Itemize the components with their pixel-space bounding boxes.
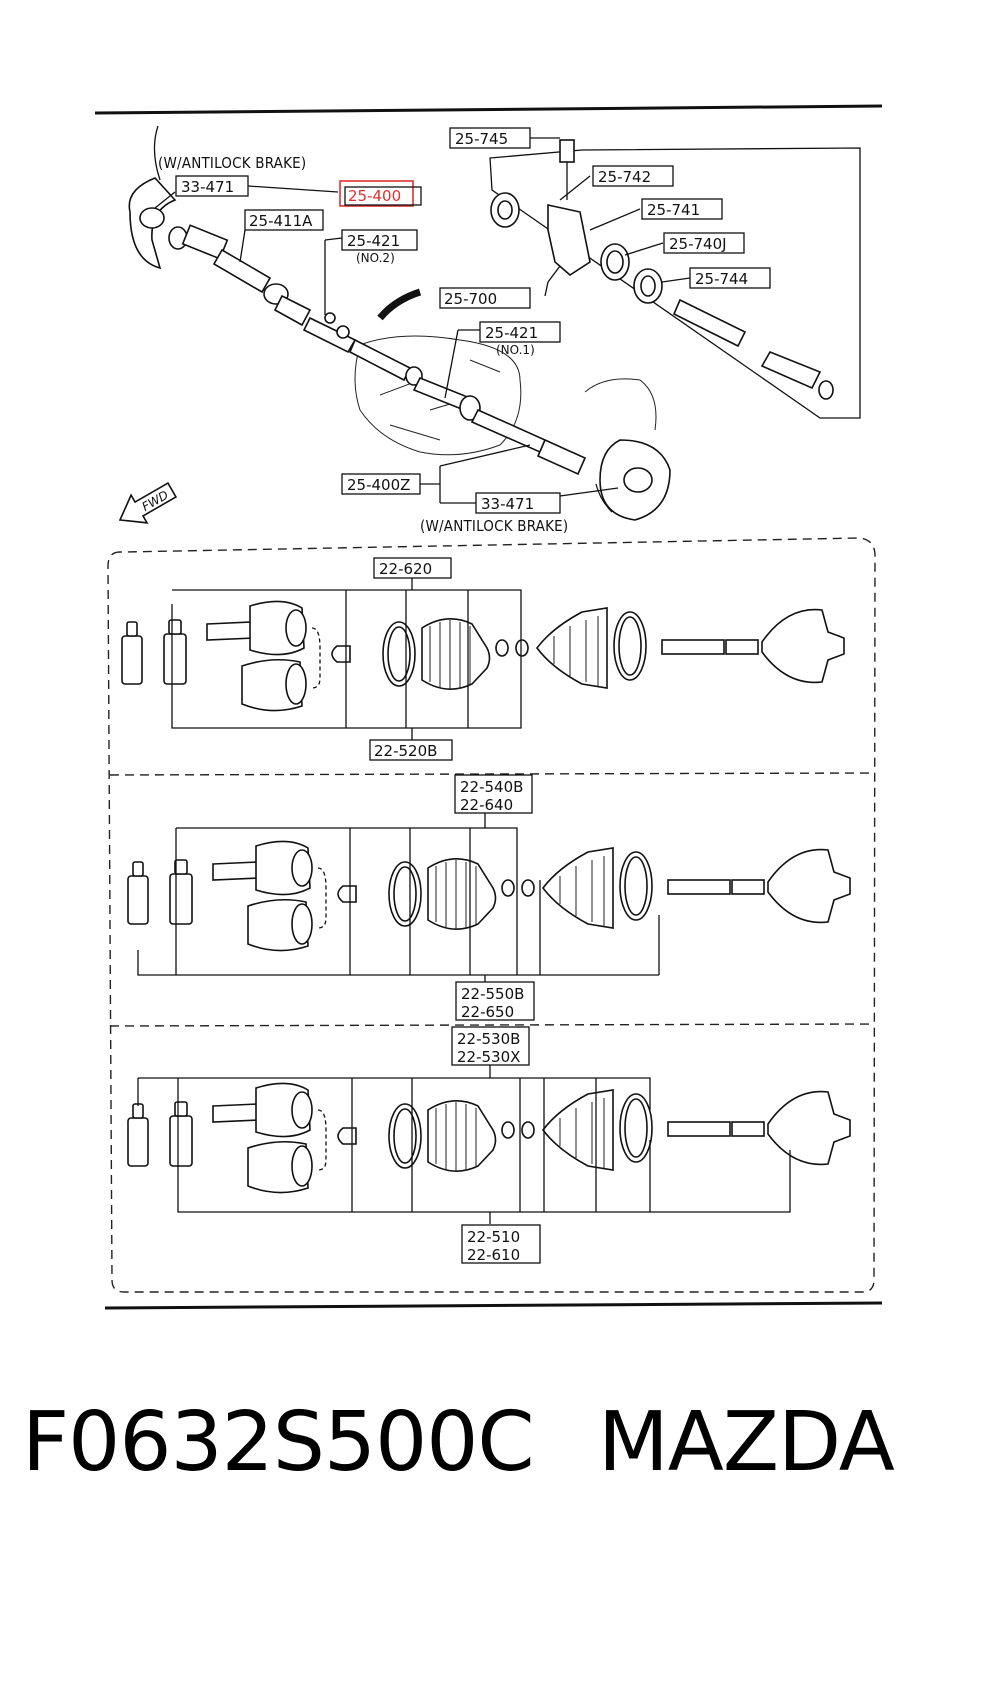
kit-row-1: 22-620 22-520B: [121, 557, 845, 761]
inset-parts: [490, 139, 834, 400]
kits-divider-2: [109, 1023, 876, 1027]
kit2-bottom-callout[interactable]: 22-550B 22-650: [455, 981, 535, 1021]
svg-text:25-700: 25-700: [444, 290, 497, 308]
kits-panel-border: [107, 537, 876, 1293]
svg-text:25-742: 25-742: [598, 168, 651, 186]
callout-33-471-bottom[interactable]: 33-471: [475, 492, 561, 514]
inset-frame: [489, 147, 861, 419]
left-abs-bracket: [153, 125, 161, 181]
svg-text:22-530B: 22-530B: [457, 1030, 520, 1048]
abs-note-bottom: (W/ANTILOCK BRAKE): [420, 517, 568, 535]
abs-note-top: (W/ANTILOCK BRAKE): [158, 154, 306, 172]
svg-text:22-520B: 22-520B: [374, 742, 437, 760]
callout-25-400[interactable]: 25-400: [339, 180, 422, 207]
svg-text:25-421: 25-421: [347, 232, 400, 250]
kit2-top-callout[interactable]: 22-540B 22-640: [454, 774, 533, 814]
center-drive-shaft: [348, 338, 587, 476]
part-number: F0632S500C: [22, 1395, 535, 1490]
brand-name: MAZDA: [598, 1395, 895, 1490]
callout-33-471-top[interactable]: 33-471: [175, 175, 249, 197]
callout-25-421-no1[interactable]: 25-421 (NO.1): [479, 321, 561, 357]
callout-25-744[interactable]: 25-744: [689, 267, 771, 289]
svg-text:22-640: 22-640: [460, 796, 513, 814]
callout-25-421-no2[interactable]: 25-421 (NO.2): [341, 229, 418, 265]
svg-text:25-400Z: 25-400Z: [347, 476, 410, 494]
svg-text:25-740J: 25-740J: [669, 235, 727, 253]
rotation-arrow: [377, 288, 422, 321]
callout-25-411a[interactable]: 25-411A: [244, 209, 324, 231]
svg-text:22-510: 22-510: [467, 1228, 520, 1246]
kit1-bottom-callout[interactable]: 22-520B: [369, 739, 453, 761]
exploded-parts-diagram: FWD (W/ANTILOCK BRAKE) (W/ANTILOCK BRAKE…: [94, 104, 883, 1310]
kit3-bottom-callout[interactable]: 22-510 22-610: [461, 1224, 541, 1264]
svg-text:25-745: 25-745: [455, 130, 508, 148]
svg-text:22-540B: 22-540B: [460, 778, 523, 796]
drive-shaft-assembly-view: FWD (W/ANTILOCK BRAKE) (W/ANTILOCK BRAKE…: [118, 125, 861, 535]
right-strut: [584, 378, 657, 431]
right-abs-ring: [623, 467, 653, 493]
callout-25-742[interactable]: 25-742: [592, 165, 674, 187]
kits-divider-1: [109, 772, 876, 776]
callout-25-400z[interactable]: 25-400Z: [341, 473, 421, 495]
callout-25-700[interactable]: 25-700: [439, 287, 531, 309]
svg-text:25-411A: 25-411A: [249, 212, 313, 230]
footer-caption: F0632S500C MAZDA: [0, 1395, 992, 1515]
kit-row-2: 22-540B 22-640 22-550B 22-650: [127, 774, 851, 1021]
callout-leaders: [154, 137, 691, 504]
svg-text:25-421: 25-421: [485, 324, 538, 342]
svg-text:25-400: 25-400: [348, 187, 401, 205]
svg-text:33-471: 33-471: [481, 495, 534, 513]
svg-text:25-744: 25-744: [695, 270, 748, 288]
kit-row-3: 22-530B 22-530X 22-510 22-610: [127, 1026, 851, 1264]
svg-text:33-471: 33-471: [181, 178, 234, 196]
kit3-top-callout[interactable]: 22-530B 22-530X: [451, 1026, 530, 1066]
svg-text:(NO.2): (NO.2): [356, 251, 395, 265]
bottom-rule: [104, 1301, 883, 1310]
left-abs-ring: [139, 207, 165, 229]
left-drive-shaft: [168, 224, 357, 354]
svg-text:22-550B: 22-550B: [461, 985, 524, 1003]
callout-25-740j[interactable]: 25-740J: [663, 232, 745, 254]
kit1-top-callout[interactable]: 22-620: [373, 557, 452, 579]
callout-25-741[interactable]: 25-741: [641, 198, 723, 220]
fwd-arrow-icon: FWD: [118, 481, 178, 524]
svg-text:22-610: 22-610: [467, 1246, 520, 1264]
svg-text:25-741: 25-741: [647, 201, 700, 219]
svg-text:(NO.1): (NO.1): [496, 343, 535, 357]
svg-text:22-620: 22-620: [379, 560, 432, 578]
svg-text:22-650: 22-650: [461, 1003, 514, 1021]
right-abs-bracket: [595, 483, 613, 513]
top-rule: [94, 104, 883, 115]
callout-25-745[interactable]: 25-745: [449, 127, 531, 149]
svg-text:22-530X: 22-530X: [457, 1048, 520, 1066]
